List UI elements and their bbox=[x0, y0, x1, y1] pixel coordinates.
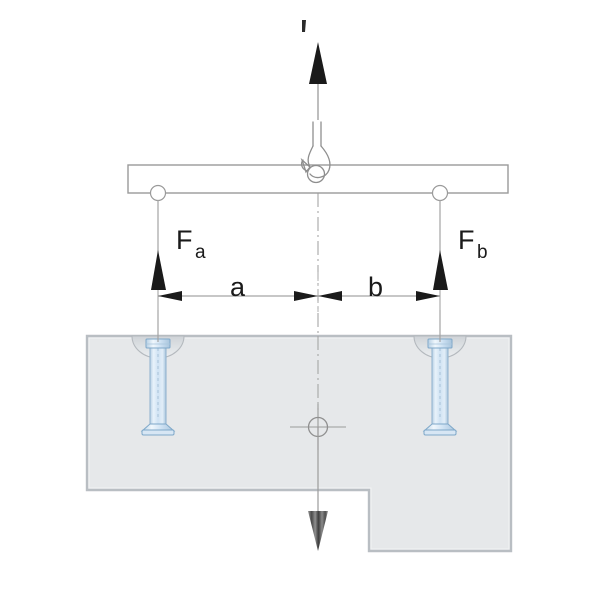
spreader-beam bbox=[127, 164, 509, 194]
workpiece-block bbox=[85, 334, 513, 553]
force-a-label: F bbox=[176, 225, 193, 255]
force-a-subscript: a bbox=[195, 242, 206, 263]
dimension-b-label: b bbox=[368, 272, 383, 302]
force-b-label: F bbox=[458, 225, 475, 255]
crane-hook bbox=[300, 121, 331, 184]
dimension-a-label: a bbox=[230, 272, 246, 302]
dimension-a bbox=[158, 291, 318, 301]
force-b-subscript: b bbox=[477, 242, 488, 263]
shackle-ring-left bbox=[149, 184, 167, 202]
weight-force-arrow bbox=[308, 427, 328, 551]
dimension-b bbox=[318, 291, 440, 301]
dimension-extension-lines bbox=[157, 272, 441, 312]
eye-bolt-right bbox=[413, 335, 467, 436]
lifting-force-arrow bbox=[302, 20, 327, 120]
force-a-arrow bbox=[151, 250, 166, 290]
shackle-ring-right bbox=[431, 184, 449, 202]
force-b-arrow bbox=[433, 250, 448, 290]
